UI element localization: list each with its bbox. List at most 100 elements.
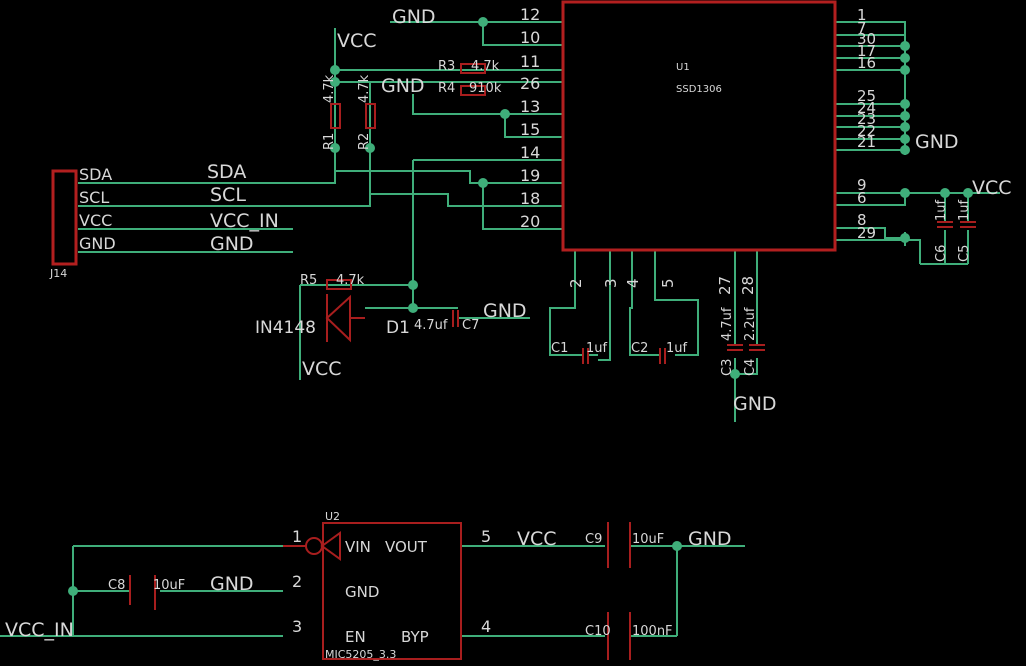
c3-capacitor: 4.7uf C3	[720, 307, 743, 376]
u1-pin-1: 1	[857, 6, 867, 24]
u1-ssd1306: U1 SSD1306 12 10 11 26 13 15 14 19 18 20…	[520, 0, 876, 295]
r1-resistor: 4.7k R1	[322, 74, 341, 150]
u2-ref-label: U2	[325, 510, 340, 523]
u1-pin-6: 6	[857, 189, 867, 207]
net-label-gnd-r4: GND	[381, 75, 425, 97]
c5-value: 1uf	[957, 199, 972, 221]
u1-pin-19: 19	[520, 166, 540, 185]
c4-value: 2.2uf	[743, 307, 758, 341]
c4-ref: C4	[743, 359, 758, 376]
c2-value: 1uf	[666, 341, 688, 356]
u1-pin-28: 28	[739, 276, 757, 295]
u1-pin-22: 22	[857, 122, 876, 140]
net-label-vcc-right: VCC	[972, 177, 1012, 199]
c9-value: 10uF	[632, 532, 664, 547]
u1-pin-12: 12	[520, 5, 540, 24]
net-label-scl: SCL	[210, 184, 246, 206]
r4-ref: R4	[438, 81, 455, 96]
r2-resistor: 4.7k R2	[357, 74, 376, 150]
net-label-vcc-in-j14: VCC_IN	[210, 210, 279, 232]
c3-ref: C3	[720, 359, 735, 376]
j14-connector: J14 SDA SCL VCC GND	[49, 165, 116, 280]
u1-pin-8: 8	[857, 211, 867, 229]
net-label-gnd-c9: GND	[688, 528, 732, 550]
net-label-sda: SDA	[207, 161, 246, 183]
c2-ref: C2	[631, 341, 648, 356]
c9-ref: C9	[585, 532, 602, 547]
net-labels: GND VCC GND SDA SCL VCC_IN GND GND VCC G…	[5, 6, 1012, 641]
net-label-vcc-in-u2: VCC_IN	[5, 619, 74, 641]
net-label-gnd-top: GND	[392, 6, 436, 28]
u2-value-label: MIC5205_3.3	[325, 648, 396, 661]
u2-pin-num-1: 1	[292, 527, 302, 546]
u2-pin-num-4: 4	[481, 617, 491, 636]
junction-dots	[68, 17, 973, 596]
u2-pin-vout: VOUT	[385, 538, 428, 556]
c8-value: 10uF	[153, 578, 185, 593]
r5-ref: R5	[300, 273, 317, 288]
r2-value: 4.7k	[357, 74, 372, 103]
j14-pin-sda: SDA	[79, 165, 112, 184]
j14-pin-gnd: GND	[79, 234, 116, 253]
r1-value: 4.7k	[322, 74, 337, 103]
c1-ref: C1	[551, 341, 568, 356]
u1-pin-4: 4	[624, 278, 642, 288]
u1-pin-2: 2	[567, 278, 585, 288]
j14-ref-label: J14	[49, 267, 67, 280]
u1-pin-13: 13	[520, 97, 540, 116]
c3-value: 4.7uf	[720, 307, 735, 341]
u2-pin-vin: VIN	[345, 538, 371, 556]
net-label-vcc-top: VCC	[337, 30, 377, 52]
c7-capacitor: 4.7uf C7	[414, 310, 479, 333]
net-label-gnd-bottom: GND	[733, 393, 777, 415]
d1-value: IN4148	[255, 318, 316, 338]
wires	[0, 21, 1000, 637]
r1-ref: R1	[322, 133, 337, 150]
u1-pin-15: 15	[520, 120, 540, 139]
u1-pin-14: 14	[520, 143, 540, 162]
u1-ref-label: U1	[676, 62, 690, 73]
c10-ref: C10	[585, 624, 611, 639]
c5-ref: C5	[957, 245, 972, 262]
c9-capacitor: C9 10uF	[585, 522, 664, 568]
u1-pin-26: 26	[520, 74, 540, 93]
u2-pin-gnd: GND	[345, 583, 379, 601]
r5-value: 4.7k	[336, 273, 365, 288]
net-label-vcc-d1: VCC	[302, 358, 342, 380]
r3-resistor: R3 4.7k	[438, 59, 500, 74]
u1-pin-29: 29	[857, 224, 876, 242]
u1-pin-16: 16	[857, 54, 876, 72]
c10-capacitor: C10 100nF	[585, 612, 673, 660]
u1-pin-25: 25	[857, 87, 876, 105]
net-label-vcc-u2: VCC	[517, 528, 557, 550]
u1-pin-30: 30	[857, 30, 876, 48]
c6-capacitor: 1uf C6	[934, 199, 953, 262]
u1-pin-24: 24	[857, 99, 876, 117]
d1-ref: D1	[386, 318, 410, 338]
u2-pin-num-5: 5	[481, 527, 491, 546]
u1-pin-5: 5	[659, 278, 677, 288]
u1-value-label: SSD1306	[676, 84, 722, 95]
c6-value: 1uf	[934, 199, 949, 221]
c1-capacitor: C1 1uf	[551, 341, 608, 364]
u1-pin-21: 21	[857, 133, 876, 151]
c8-capacitor: C8 10uF	[108, 575, 185, 610]
c10-value: 100nF	[632, 624, 673, 639]
u2-pin-num-3: 3	[292, 617, 302, 636]
u1-pin-17: 17	[857, 42, 876, 60]
c4-capacitor: 2.2uf C4	[743, 307, 765, 376]
r5-resistor: R5 4.7k	[300, 273, 365, 290]
d1-diode: IN4148 D1	[255, 294, 410, 343]
u1-pin-9: 9	[857, 176, 867, 194]
net-label-gnd-right: GND	[915, 131, 959, 153]
u2-pin-byp: BYP	[401, 628, 429, 646]
r3-value: 4.7k	[471, 59, 500, 74]
u1-pin-20: 20	[520, 212, 540, 231]
r3-ref: R3	[438, 59, 455, 74]
c7-ref: C7	[462, 318, 479, 333]
u2-pin-en: EN	[345, 628, 366, 646]
u1-pin-18: 18	[520, 189, 540, 208]
r4-resistor: R4 910k	[438, 81, 502, 96]
c6-ref: C6	[934, 245, 949, 262]
